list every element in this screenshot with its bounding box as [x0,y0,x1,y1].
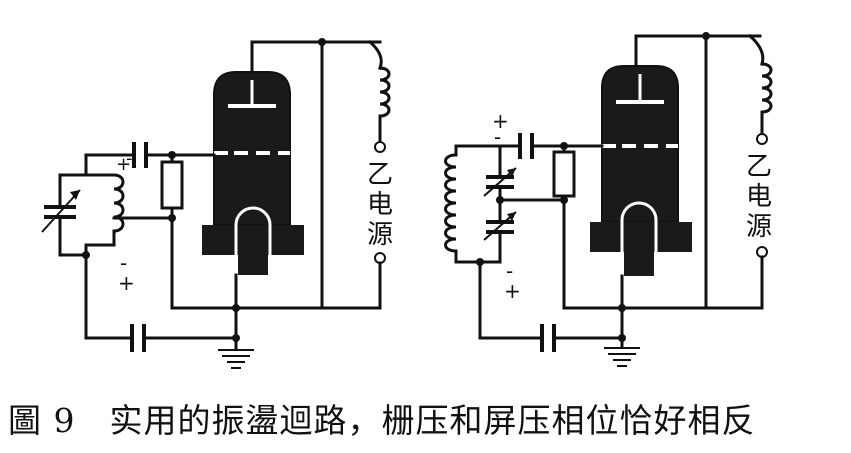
left-supply-char-3: 源 [367,220,393,250]
right-supply-char-1: 乙 [746,152,772,182]
right-ground-icon [604,347,640,367]
left-polarity-minus-bottom: - [120,251,127,275]
figure-caption: 圖 9 实用的振盪迴路，栅压和屏压相位恰好相反 [0,388,851,448]
left-polarity-plus-bottom: + [118,271,135,295]
right-vacuum-tube [590,65,692,276]
left-supply-char-1: 乙 [367,160,393,190]
left-supply-char-2: 电 [367,190,393,220]
right-polarity-minus-bottom: - [506,259,513,283]
figure-number: 圖 9 [8,401,76,440]
right-supply-char-3: 源 [746,212,772,242]
left-vacuum-tube [202,71,304,275]
left-polarity-minus-top: - [126,148,133,169]
caption-text: 实用的振盪迴路，栅压和屏压相位恰好相反 [109,401,756,440]
left-circuit: 乙 电 源 [41,38,393,369]
right-supply-char-2: 电 [746,182,772,212]
circuit-diagrams: 乙 电 源 [41,32,773,369]
right-polarity-minus-top: - [494,125,501,149]
left-polarity-plus-top: + [116,154,131,175]
right-polarity-plus-top: + [492,109,509,133]
left-ground-icon [218,349,254,369]
right-polarity-plus-bottom: + [504,279,521,303]
right-circuit: 乙 电 源 [444,32,773,367]
